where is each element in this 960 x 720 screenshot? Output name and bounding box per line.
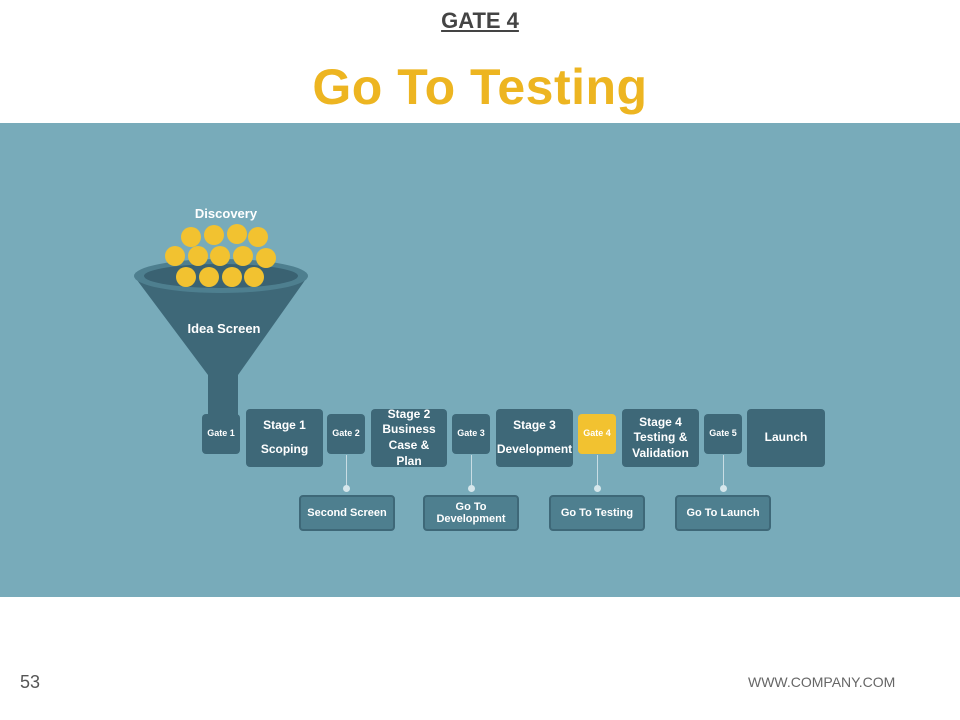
outcome-go-to-testing: Go To Testing [549,495,645,531]
discovery-label: Discovery [194,206,258,221]
outcome-go-to-launch: Go To Launch [675,495,771,531]
idea-ball [204,225,224,245]
gate-4-active: Gate 4 [578,414,616,454]
outcome-second-screen: Second Screen [299,495,395,531]
idea-ball [176,267,196,287]
connector-gate-4 [597,455,598,488]
stage-2-subtitle-line2: Case & Plan [388,438,430,468]
page-title: Go To Testing [312,59,648,115]
stage-4-subtitle-line1: Testing & [633,430,688,445]
stage-2: Stage 2 Business Case & Plan [371,406,447,468]
connector-gate-5 [723,455,724,488]
stage-4-title: Stage 4 [639,414,682,429]
stage-4-subtitle-line2: Validation [632,445,689,460]
idea-balls [165,224,276,287]
idea-ball [248,227,268,247]
connector-dot-gate-2 [343,485,350,492]
idea-ball [210,246,230,266]
connector-dot-gate-4 [594,485,601,492]
connector-gate-2 [346,455,347,488]
stage-1-subtitle: Scoping [260,442,309,456]
connector-gate-3 [471,455,472,488]
idea-ball [188,246,208,266]
idea-ball [165,246,185,266]
stage-4: Stage 4 Testing & Validation [622,409,699,467]
page-number: 53 [20,672,41,692]
funnel-body [134,276,308,416]
connector-dot-gate-3 [468,485,475,492]
stage-2-title: Stage 2 [387,406,431,421]
connector-dot-gate-5 [720,485,727,492]
funnel-opening [144,264,298,288]
idea-ball [244,267,264,287]
idea-ball [199,267,219,287]
gate-1: Gate 1 [202,414,240,454]
launch-label: Launch [764,430,808,445]
stage-2-subtitle-line1: Business [382,422,436,437]
idea-ball [233,246,253,266]
gate-2: Gate 2 [327,414,365,454]
launch-stage: Launch [747,409,825,467]
idea-ball [181,227,201,247]
idea-screen-label: Idea Screen [187,321,261,336]
idea-ball [256,248,276,268]
stage-3-title: Stage 3 [513,418,556,433]
idea-ball [227,224,247,244]
gate-5: Gate 5 [704,414,742,454]
stage-3-subtitle: Development [496,442,573,456]
stage-1: Stage 1 Scoping [246,409,323,467]
outcome-go-to-development: Go To Development [423,495,519,531]
gate-label: GATE 4 [441,8,519,33]
stage-3: Stage 3 Development [496,409,573,467]
stage-1-title: Stage 1 [263,418,306,433]
idea-ball [222,267,242,287]
gate-3: Gate 3 [452,414,490,454]
website-url: WWW.COMPANY.COM [748,674,896,690]
